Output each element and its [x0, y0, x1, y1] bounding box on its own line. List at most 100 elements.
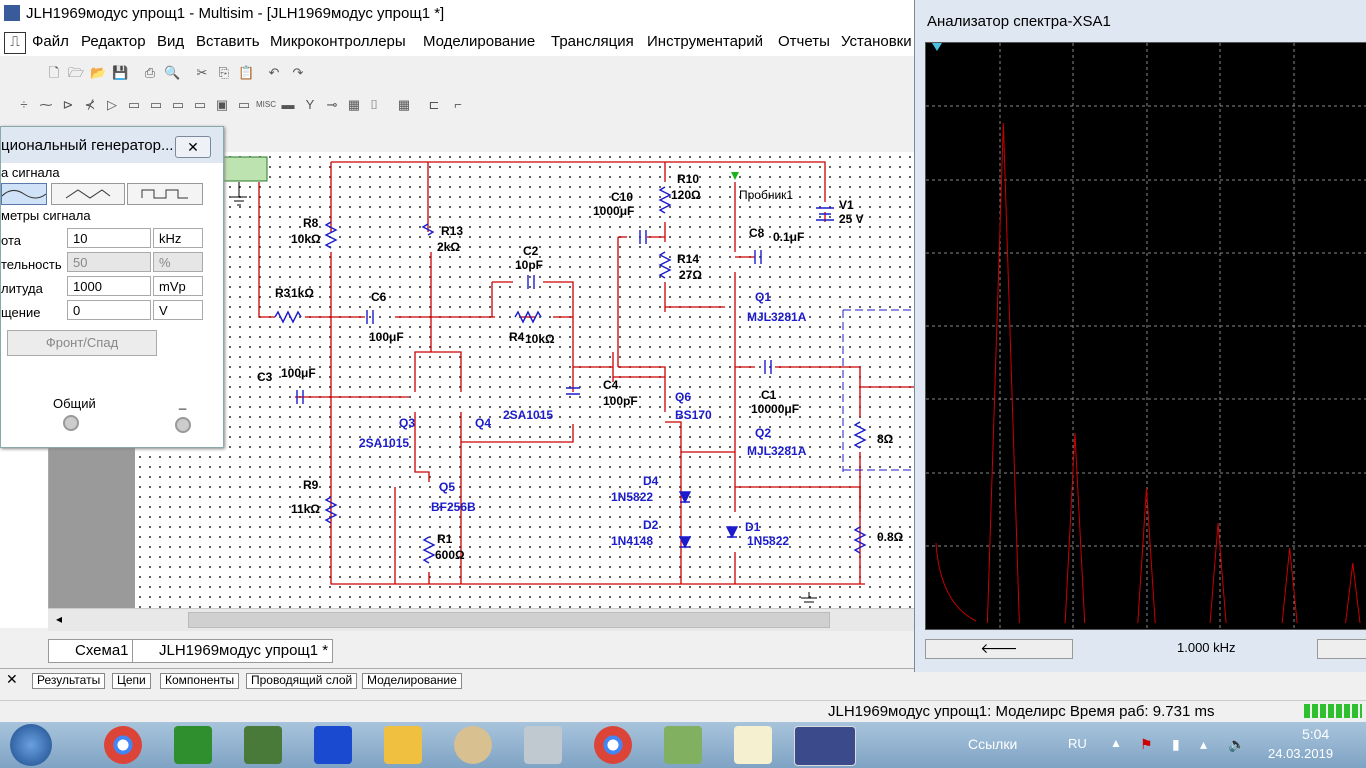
tray-battery-icon[interactable]: ▮ — [1172, 736, 1180, 752]
wave-square-button[interactable] — [127, 183, 203, 205]
source-icon[interactable]: ÷ — [20, 97, 28, 112]
tray-date[interactable]: 24.03.2019 — [1268, 746, 1334, 761]
fg-rise-fall-button[interactable]: Фронт/Спад — [7, 330, 157, 356]
app-green-icon[interactable] — [174, 726, 212, 764]
ladder-icon[interactable]: ⌷ — [370, 97, 378, 112]
tray-arrow-icon[interactable]: ▲ — [1110, 736, 1122, 750]
tab-schema1[interactable]: Схема1 — [48, 639, 134, 663]
mixed-icon[interactable]: ▭ — [193, 97, 207, 112]
scroll-thumb[interactable] — [188, 612, 830, 628]
copy-icon[interactable]: ⎘ — [218, 65, 230, 80]
fg-duty-label: тельность — [1, 257, 62, 272]
wave-triangle-button[interactable] — [51, 183, 125, 205]
rf-icon[interactable]: Y — [305, 97, 315, 112]
schematic-canvas[interactable]: R8 10kΩ R13 2kΩ R3 1kΩ C6 100μF C2 10pF … — [135, 152, 915, 608]
misc-icon[interactable]: MISC — [256, 100, 276, 109]
mcu-icon[interactable]: ▦ — [347, 97, 361, 112]
menu-transfer[interactable]: Трансляция — [551, 33, 634, 50]
tray-volume-icon[interactable]: 🔈 — [1228, 736, 1246, 752]
tray-lang[interactable]: RU — [1068, 736, 1087, 751]
notepad-icon[interactable] — [734, 726, 772, 764]
paste-icon[interactable]: 📋 — [238, 65, 255, 80]
scroll-left-icon[interactable]: ◂ — [56, 612, 63, 626]
btab-results[interactable]: Результаты — [32, 673, 106, 689]
indicator-icon[interactable]: ▣ — [215, 97, 229, 112]
label-Q1t: MJL3281A — [747, 310, 807, 324]
undo-icon[interactable]: ↶ — [268, 65, 280, 80]
fg-amp-input[interactable]: 1000 — [67, 276, 151, 296]
sa-right-button[interactable] — [1317, 639, 1366, 659]
start-button[interactable] — [10, 724, 52, 766]
tab-jlh1969[interactable]: JLH1969модус упрощ1 * — [132, 639, 334, 663]
probe-icon[interactable]: ▦ — [397, 97, 411, 112]
open-folder-icon[interactable]: 📂 — [90, 65, 107, 80]
fg-freq-unit[interactable]: kHz — [153, 228, 203, 248]
app-windows-icon[interactable] — [314, 726, 352, 764]
cmos-icon[interactable]: ▭ — [149, 97, 163, 112]
menu-file[interactable]: Файл — [32, 33, 69, 50]
fg-minus-terminal[interactable] — [175, 417, 191, 433]
electromech-icon[interactable]: ⊸ — [326, 97, 338, 112]
menu-insert[interactable]: Вставить — [196, 33, 260, 50]
bus-icon[interactable]: ⌐ — [454, 97, 462, 112]
tray-links[interactable]: Ссылки — [968, 736, 1018, 752]
btab-copper[interactable]: Проводящий слой — [246, 673, 358, 689]
power-icon[interactable]: ▭ — [237, 97, 251, 112]
tray-flag-icon[interactable]: ⚑ — [1140, 736, 1153, 752]
doc-icon[interactable]: ⎍ — [4, 32, 26, 54]
fg-duty-input[interactable]: 50 — [67, 252, 151, 272]
label-C6: C6 — [371, 290, 387, 304]
fg-common-terminal[interactable] — [63, 415, 79, 431]
print-icon[interactable]: ⎙ — [144, 65, 156, 80]
btab-simulation[interactable]: Моделирование — [362, 673, 462, 689]
panel-close-icon[interactable]: ✕ — [6, 671, 18, 687]
chrome-icon[interactable] — [104, 726, 142, 764]
transistor-icon[interactable]: ⊀ — [84, 97, 96, 112]
menu-options[interactable]: Установки — [841, 33, 912, 50]
chrome-2-icon[interactable] — [594, 726, 632, 764]
explorer-icon[interactable] — [384, 726, 422, 764]
redo-icon[interactable]: ↷ — [292, 65, 304, 80]
menu-mcu[interactable]: Микроконтроллеры — [270, 33, 406, 50]
analog-icon[interactable]: ▷ — [107, 97, 117, 112]
menu-edit[interactable]: Редактор — [81, 33, 146, 50]
multisim-task-icon[interactable] — [794, 726, 856, 766]
btab-components[interactable]: Компоненты — [160, 673, 240, 689]
calculator-icon[interactable] — [524, 726, 562, 764]
btab-nets[interactable]: Цепи — [112, 673, 151, 689]
fg-offset-input[interactable]: 0 — [67, 300, 151, 320]
open-icon[interactable]: 🗁 — [68, 65, 85, 80]
sa-cursor-marker[interactable] — [932, 43, 942, 51]
paint-icon[interactable] — [454, 726, 492, 764]
fg-freq-input[interactable]: 10 — [67, 228, 151, 248]
app-tool-icon[interactable] — [664, 726, 702, 764]
tray-time[interactable]: 5:04 — [1302, 726, 1330, 742]
fg-close-button[interactable]: ✕ — [175, 136, 211, 158]
menu-tools[interactable]: Инструментарий — [647, 33, 764, 50]
sa-left-button[interactable]: 🡐 — [925, 639, 1073, 659]
peripheral-icon[interactable]: ▬ — [281, 97, 295, 112]
cut-icon[interactable]: ✂ — [196, 65, 208, 80]
fg-duty-unit[interactable]: % — [153, 252, 203, 272]
fg-titlebar: ционaльный генератор... ✕ — [1, 127, 223, 163]
canvas-hscrollbar[interactable]: ◂ — [48, 608, 915, 631]
fg-amp-unit[interactable]: mVp — [153, 276, 203, 296]
hier-icon[interactable]: ⊏ — [428, 97, 440, 112]
menu-view[interactable]: Вид — [157, 33, 185, 50]
menu-simulate[interactable]: Моделирование — [423, 33, 536, 50]
fg-offset-unit[interactable]: V — [153, 300, 203, 320]
menu-reports[interactable]: Отчеты — [778, 33, 830, 50]
basic-icon[interactable]: ⁓ — [39, 97, 53, 112]
tray-network-icon[interactable]: ▴ — [1200, 736, 1208, 752]
diode-icon[interactable]: ⊳ — [62, 97, 74, 112]
label-D2: D2 — [643, 518, 659, 532]
wave-sine-button[interactable] — [1, 183, 47, 205]
ttl-icon[interactable]: ▭ — [127, 97, 141, 112]
app-board-icon[interactable] — [244, 726, 282, 764]
digital-icon[interactable]: ▭ — [171, 97, 185, 112]
label-C1v: 10000μF — [751, 402, 800, 416]
save-icon[interactable]: 💾 — [112, 65, 129, 80]
multisim-icon — [4, 5, 20, 21]
print-preview-icon[interactable]: 🔍 — [164, 65, 181, 80]
new-icon[interactable]: 🗋 — [48, 65, 60, 80]
